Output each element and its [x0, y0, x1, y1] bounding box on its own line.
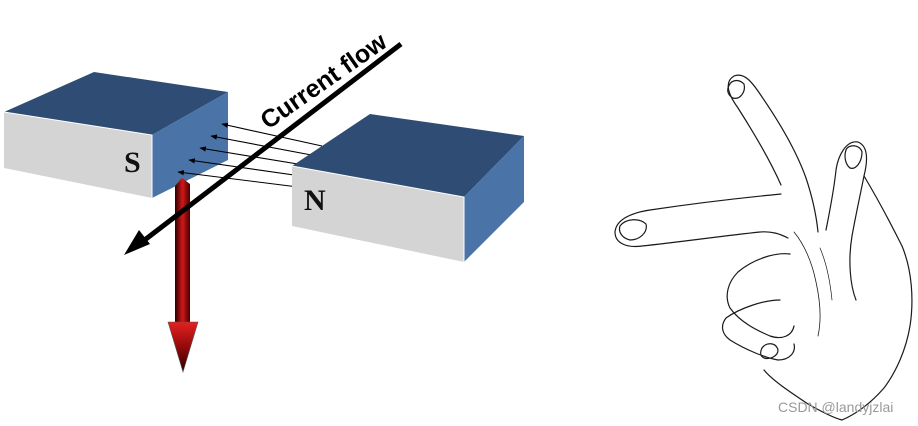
force-arrow-head — [167, 321, 199, 374]
watermark-text: CSDN @landyjzlai — [778, 399, 893, 415]
little-fingernail — [760, 343, 779, 360]
north-pole-label: N — [304, 184, 326, 217]
index-fingernail — [618, 219, 647, 241]
north-magnet: N — [291, 114, 524, 262]
wrist-line — [763, 369, 843, 421]
current-flow-wire — [140, 42, 403, 244]
index-finger-outline — [614, 193, 789, 248]
south-pole-label: S — [124, 146, 141, 179]
force-arrow — [167, 178, 199, 374]
thumb-outline — [727, 74, 819, 233]
current-flow-arrow-head — [124, 230, 150, 255]
south-magnet: S — [3, 72, 228, 198]
middle-finger-outline — [825, 141, 868, 301]
thumbnail — [727, 79, 745, 99]
south-magnet-front — [4, 112, 152, 198]
field-line-1 — [221, 122, 323, 147]
ring-finger-outline — [726, 253, 795, 339]
knuckle-crease — [793, 231, 821, 337]
north-magnet-front — [292, 166, 464, 262]
middle-fingernail — [844, 145, 863, 169]
south-magnet-top — [4, 72, 228, 135]
left-hand-rule-drawing — [614, 74, 913, 421]
force-arrow-shaft — [175, 178, 190, 322]
palm-outline — [841, 175, 913, 421]
palm-crease — [819, 247, 833, 301]
south-magnet-side — [152, 92, 228, 198]
little-finger-outline — [721, 299, 795, 361]
north-magnet-side — [464, 136, 524, 262]
